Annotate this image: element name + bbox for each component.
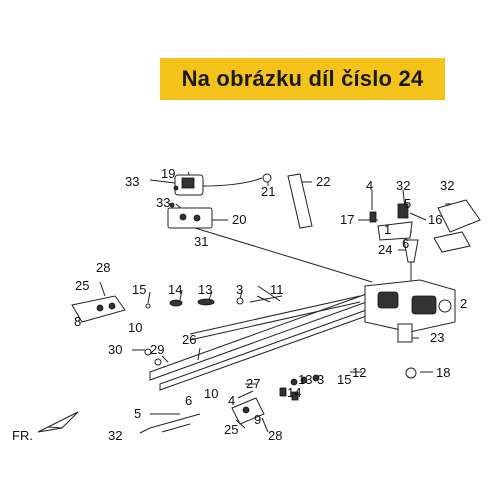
callout-number: 27	[246, 376, 260, 391]
bottom-parts-cluster	[149, 374, 320, 433]
callout-number: 29	[150, 342, 164, 357]
callout-number: 33	[125, 174, 139, 189]
throttle-cable-assembly	[167, 173, 313, 229]
callout-number: 25	[75, 278, 89, 293]
callout-number: 25	[224, 422, 238, 437]
callout-number: 5	[134, 406, 141, 421]
callout-number: 11	[270, 282, 284, 297]
callout-number: 14	[168, 282, 182, 297]
front-direction-arrow	[37, 411, 79, 433]
callout-number: 6	[185, 393, 192, 408]
callout-number: 9	[254, 412, 261, 427]
callout-number: 14	[287, 385, 301, 400]
callout-number: 24	[378, 242, 392, 257]
callout-number: 32	[440, 178, 454, 193]
callout-number: 23	[430, 330, 444, 345]
callout-number: 32	[396, 178, 410, 193]
callout-number: 22	[316, 174, 330, 189]
callout-number: 17	[340, 212, 354, 227]
main-frame	[149, 279, 456, 391]
callout-number: 3	[317, 372, 324, 387]
callout-number: 2	[460, 296, 467, 311]
left-parts-cluster	[71, 295, 283, 366]
callout-number: 19	[161, 166, 175, 181]
callout-number: 1	[384, 222, 391, 237]
callout-number: 3	[236, 282, 243, 297]
callout-number: 20	[232, 212, 246, 227]
callout-number: 13	[198, 282, 212, 297]
callout-number: 10	[204, 386, 218, 401]
callout-number: 10	[128, 320, 142, 335]
callout-number: 8	[74, 314, 81, 329]
callout-number: 4	[228, 393, 235, 408]
callout-number: 16	[428, 212, 442, 227]
starter-assembly	[369, 199, 481, 282]
callout-number: 32	[108, 428, 122, 443]
callout-number: 13	[298, 372, 312, 387]
callout-number: 31	[194, 234, 208, 249]
callout-number: 26	[182, 332, 196, 347]
callout-number: 28	[96, 260, 110, 275]
callout-number: 12	[352, 365, 366, 380]
direction-label: FR.	[12, 428, 33, 443]
callout-number: 5	[404, 196, 411, 211]
callout-number: 33	[156, 195, 170, 210]
callout-number: 6	[402, 236, 409, 251]
part-number-banner: Na obrázku díl číslo 24	[160, 58, 445, 100]
callout-number: 15	[132, 282, 146, 297]
callout-number: 30	[108, 342, 122, 357]
callout-number: 18	[436, 365, 450, 380]
callout-number: 15	[337, 372, 351, 387]
callout-number: 4	[366, 178, 373, 193]
callout-number: 28	[268, 428, 282, 443]
callout-number: 21	[261, 184, 275, 199]
